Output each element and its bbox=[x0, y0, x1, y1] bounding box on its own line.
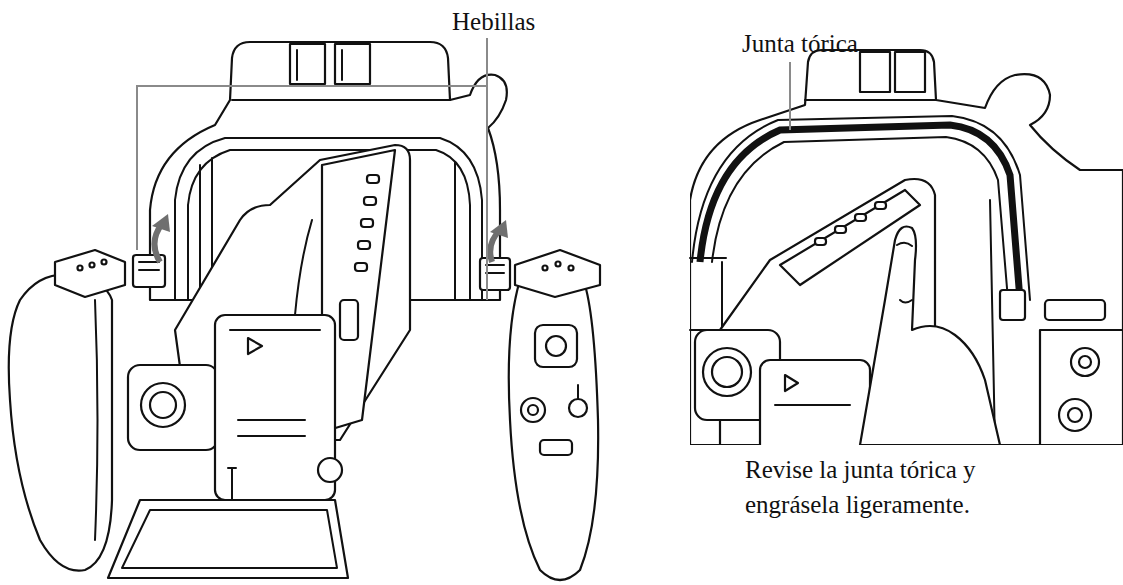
camcorder bbox=[875, 202, 886, 209]
housing-shell bbox=[335, 44, 370, 84]
housing-right-handle bbox=[509, 280, 598, 580]
housing-left-handle bbox=[78, 266, 83, 271]
housing-right-handle bbox=[540, 440, 572, 455]
camcorder bbox=[367, 175, 379, 183]
leader-line bbox=[690, 62, 790, 330]
finger bbox=[860, 227, 1000, 446]
housing-right-handle bbox=[1040, 330, 1123, 445]
finger bbox=[860, 227, 1000, 446]
camcorder bbox=[318, 458, 342, 482]
open-arrow bbox=[154, 224, 162, 262]
housing-right-handle bbox=[1000, 290, 1123, 445]
camcorder bbox=[150, 392, 176, 418]
housing-right-handle bbox=[543, 266, 548, 271]
camcorder bbox=[703, 348, 751, 396]
housing-right-handle bbox=[1059, 399, 1091, 431]
leader-line bbox=[690, 258, 726, 330]
housing-right-handle bbox=[1000, 290, 1025, 320]
camcorder bbox=[835, 226, 846, 233]
front-door-tray bbox=[108, 500, 348, 578]
open-arrow bbox=[152, 214, 170, 232]
buckle bbox=[133, 255, 510, 290]
open-arrow bbox=[490, 220, 508, 238]
camcorder bbox=[230, 330, 320, 436]
housing-left-handle bbox=[9, 274, 112, 570]
housing-left-handle bbox=[90, 263, 95, 268]
housing-right-handle bbox=[569, 266, 574, 271]
camcorder bbox=[355, 263, 367, 271]
housing-right-handle bbox=[509, 250, 600, 580]
leader-bracket bbox=[486, 38, 488, 300]
camcorder bbox=[855, 214, 866, 221]
housing-closeup bbox=[895, 52, 925, 92]
leader-bracket bbox=[137, 38, 487, 300]
part-label: Junta tórica bbox=[742, 26, 942, 61]
instruction-note: Revise la junta tórica y engrásela liger… bbox=[745, 452, 1057, 522]
buckle bbox=[486, 265, 504, 273]
front-door-tray bbox=[122, 510, 337, 568]
camcorder bbox=[128, 365, 218, 450]
housing-shell bbox=[232, 50, 450, 100]
housing-right-handle bbox=[577, 385, 579, 399]
housing-closeup bbox=[690, 50, 1123, 445]
housing-left-handle bbox=[102, 260, 107, 265]
camcorder bbox=[248, 338, 262, 354]
housing-right-handle bbox=[556, 262, 561, 267]
camcorder bbox=[228, 220, 312, 500]
camcorder bbox=[815, 238, 826, 245]
housing-shell bbox=[290, 44, 325, 84]
housing-left-handle bbox=[9, 250, 125, 571]
housing-right-handle bbox=[1071, 348, 1099, 376]
housing-right-handle bbox=[546, 336, 566, 356]
camcorder bbox=[128, 145, 410, 500]
camcorder bbox=[141, 383, 185, 427]
buckle bbox=[480, 258, 510, 290]
camcorder bbox=[785, 375, 798, 391]
housing-right-handle bbox=[528, 405, 538, 415]
buckle bbox=[139, 262, 159, 270]
open-arrow bbox=[152, 214, 508, 262]
camcorder bbox=[358, 241, 370, 249]
camcorder bbox=[760, 360, 870, 445]
leader-line bbox=[789, 62, 791, 130]
housing-closeup bbox=[860, 52, 890, 92]
housing-right-handle bbox=[1079, 356, 1091, 368]
housing-right-handle bbox=[1068, 408, 1082, 422]
camcorder bbox=[712, 357, 742, 387]
camcorder bbox=[775, 404, 850, 406]
camcorder bbox=[340, 300, 358, 340]
part-label: Hebillas bbox=[452, 4, 592, 39]
finger bbox=[897, 243, 912, 303]
housing-left-handle bbox=[55, 250, 125, 297]
housing-left-handle bbox=[95, 300, 98, 540]
housing-closeup bbox=[805, 99, 936, 101]
front-door-tray bbox=[108, 500, 348, 578]
housing-right-handle bbox=[515, 250, 600, 297]
housing-right-handle bbox=[569, 399, 587, 417]
housing-right-handle bbox=[1045, 300, 1105, 320]
camcorder bbox=[361, 219, 373, 227]
housing-closeup bbox=[690, 50, 1123, 445]
camcorder bbox=[364, 197, 376, 205]
housing-right-handle bbox=[521, 398, 545, 422]
housing-right-handle bbox=[535, 325, 577, 367]
leader-bracket bbox=[137, 86, 487, 250]
